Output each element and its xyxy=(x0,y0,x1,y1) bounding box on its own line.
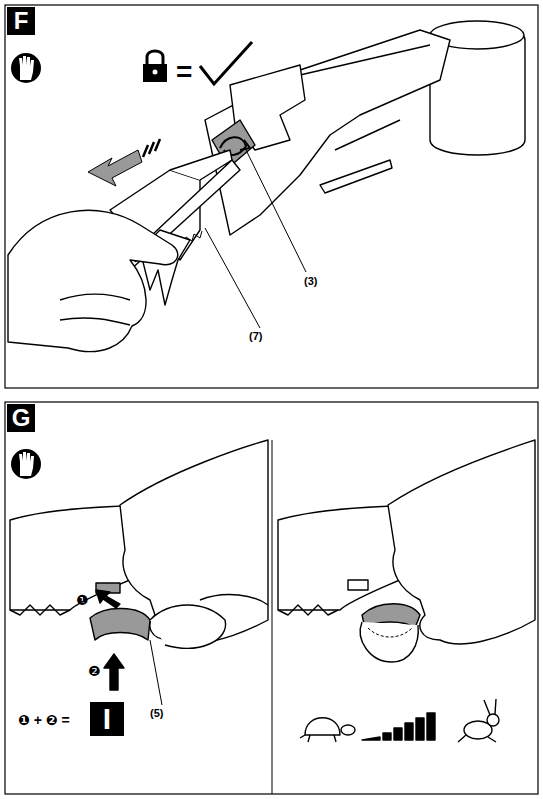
step-number: ❷ xyxy=(88,664,101,678)
callout-number: (5) xyxy=(150,708,163,719)
panel-frame xyxy=(5,402,538,794)
panel-divider xyxy=(272,440,273,794)
trigger-pressed-illustration xyxy=(278,440,535,742)
callout-number: (3) xyxy=(304,276,317,287)
glove-icon xyxy=(11,53,41,83)
glove-icon xyxy=(11,449,41,479)
panel-letter: G xyxy=(7,404,35,432)
panel-frame xyxy=(5,5,538,388)
check-mark xyxy=(200,42,252,84)
equals-sign: = xyxy=(176,58,192,86)
on-symbol: I xyxy=(90,702,124,736)
panel-letter: F xyxy=(7,7,35,35)
step-equation: ❶ + ❷ = xyxy=(18,713,70,727)
saw-illustration xyxy=(8,21,525,352)
callout-number: (7) xyxy=(249,331,262,342)
step-number: ❶ xyxy=(76,593,89,607)
trigger-illustration xyxy=(10,440,268,705)
lock-icon xyxy=(143,51,167,82)
